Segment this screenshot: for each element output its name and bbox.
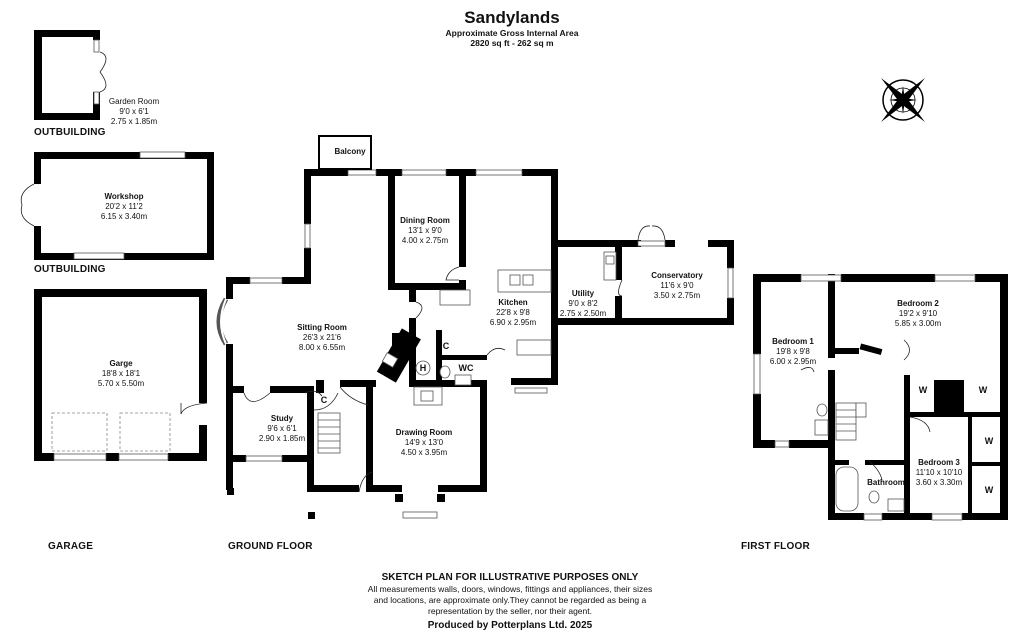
plan-header: Sandylands Approximate Gross Internal Ar… xyxy=(0,8,1024,48)
wardrobe-label-3: W xyxy=(984,436,994,446)
room-label-bedroom-2: Bedroom 2 19'2 x 9'10 5.85 x 3.00m xyxy=(894,299,942,328)
compass-rose-icon xyxy=(881,78,925,122)
ground-floor-walls xyxy=(226,169,734,519)
disclaimer-line-2: and locations, are approximate only.They… xyxy=(373,595,647,605)
room-label-drawing-room: Drawing Room 14'9 x 13'0 4.50 x 3.95m xyxy=(395,428,453,457)
wardrobe-label-4: W xyxy=(984,485,994,495)
wardrobe-label-2: W xyxy=(978,385,988,395)
room-label-balcony: Balcony xyxy=(334,147,366,156)
disclaimer-line-3: representation by the seller, nor their … xyxy=(428,606,592,616)
heater-label: H xyxy=(419,363,427,373)
room-label-bedroom-1: Bedroom 1 19'8 x 9'8 6.00 x 2.95m xyxy=(769,337,817,366)
cupboard-label-study: C xyxy=(320,395,328,405)
section-label-first-floor: FIRST FLOOR xyxy=(741,541,810,552)
disclaimer-line-1: All measurements walls, doors, windows, … xyxy=(367,584,653,594)
property-title: Sandylands xyxy=(464,8,560,27)
disclaimer-title: SKETCH PLAN FOR ILLUSTRATIVE PURPOSES ON… xyxy=(381,572,639,583)
area-label: Approximate Gross Internal Area xyxy=(445,28,579,38)
room-label-conservatory: Conservatory 11'6 x 9'0 3.50 x 2.75m xyxy=(651,271,703,300)
producer-credit: Produced by Potterplans Ltd. 2025 xyxy=(427,620,593,631)
room-label-workshop: Workshop 20'2 x 11'2 6.15 x 3.40m xyxy=(100,192,148,221)
garage-walls xyxy=(34,289,207,461)
section-label-outbuilding-workshop: OUTBUILDING xyxy=(34,264,106,275)
wc-label: WC xyxy=(458,363,474,373)
section-label-ground-floor: GROUND FLOOR xyxy=(228,541,313,552)
garden-room-walls xyxy=(34,30,100,120)
room-label-sitting-room: Sitting Room 26'3 x 21'6 8.00 x 6.55m xyxy=(297,323,347,352)
room-label-bedroom-3: Bedroom 3 11'10 x 10'10 3.60 x 3.30m xyxy=(915,458,963,487)
room-label-dining-room: Dining Room 13'1 x 9'0 4.00 x 2.75m xyxy=(400,216,450,245)
room-label-kitchen: Kitchen 22'8 x 9'8 6.90 x 2.95m xyxy=(489,298,537,327)
section-label-garage: GARAGE xyxy=(48,541,94,552)
room-label-garden-room: Garden Room 9'0 x 6'1 2.75 x 1.85m xyxy=(108,97,160,126)
room-label-utility: Utility 9'0 x 8'2 2.75 x 2.50m xyxy=(559,289,607,318)
first-floor-walls xyxy=(753,274,1008,520)
room-label-study: Study 9'6 x 6'1 2.90 x 1.85m xyxy=(258,414,306,443)
room-label-bathroom: Bathroom xyxy=(867,478,905,487)
cupboard-label-hall: C xyxy=(442,341,450,351)
section-label-outbuilding-garden: OUTBUILDING xyxy=(34,127,106,138)
area-value: 2820 sq ft - 262 sq m xyxy=(470,38,554,48)
room-label-garage: Garge 18'8 x 18'1 5.70 x 5.50m xyxy=(97,359,145,388)
plan-footer: SKETCH PLAN FOR ILLUSTRATIVE PURPOSES ON… xyxy=(340,572,680,633)
wardrobe-label-1: W xyxy=(918,385,928,395)
